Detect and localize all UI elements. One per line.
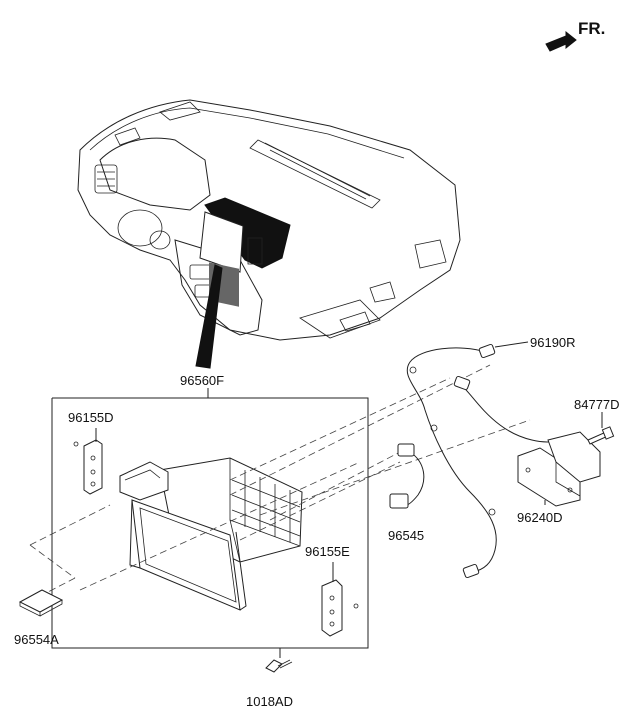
bolt-84777D: 84777D	[574, 397, 620, 445]
cable-96545: 96545	[388, 443, 425, 543]
sd-card-96554A: 96554A	[14, 589, 64, 647]
bracket-96155D: 96155D	[68, 410, 114, 495]
front-direction-label: FR.	[578, 19, 605, 38]
label-96155D: 96155D	[68, 410, 114, 425]
label-96545: 96545	[388, 528, 424, 543]
label-1018AD: 1018AD	[246, 694, 293, 709]
bracket-96155E: 96155E	[305, 544, 359, 637]
wiring-harness-96190R: 96190R	[406, 335, 576, 579]
label-84777D: 84777D	[574, 397, 620, 412]
screw-1018AD: 1018AD	[246, 648, 293, 709]
module-96240D: 96240D	[517, 431, 601, 525]
front-direction-indicator: FR.	[545, 19, 605, 52]
head-unit-assembly: 96560F 96155D	[51, 373, 369, 649]
front-arrow-icon	[545, 30, 577, 52]
label-96155E: 96155E	[305, 544, 350, 559]
label-96560F: 96560F	[180, 373, 224, 388]
label-96240D: 96240D	[517, 510, 563, 525]
label-96190R: 96190R	[530, 335, 576, 350]
label-96554A: 96554A	[14, 632, 59, 647]
assembly-guides	[29, 364, 531, 593]
dashboard-illustration	[77, 99, 461, 369]
